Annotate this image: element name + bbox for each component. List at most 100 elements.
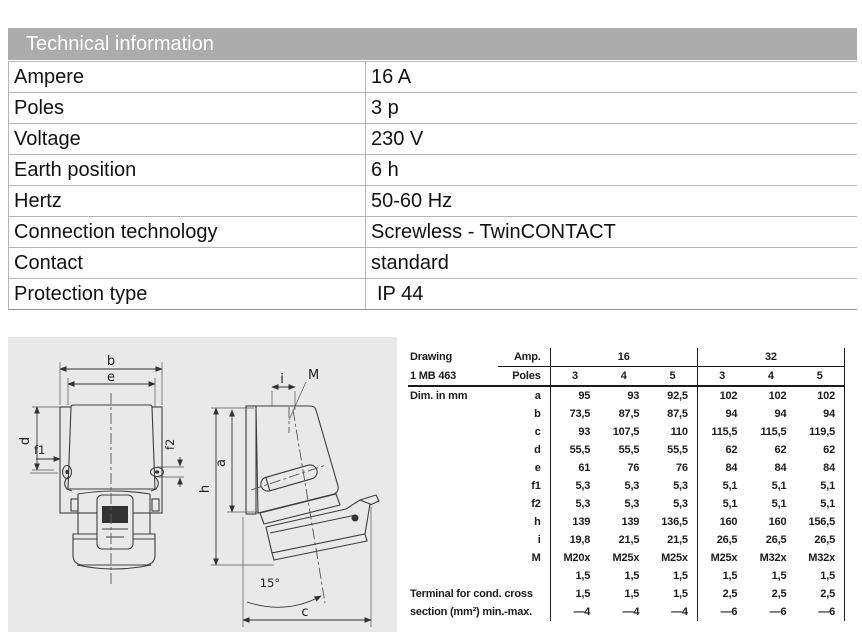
amp-group-16: 16 <box>549 348 698 367</box>
dim-cell: 5,3 <box>673 498 688 510</box>
poles-col: 3 <box>696 366 747 387</box>
dim-row-label <box>408 405 498 423</box>
dim-cell: 62 <box>696 441 747 459</box>
dim-row-label <box>408 531 498 549</box>
dim-cell: 107,5 <box>612 426 640 438</box>
dim-table-header-poles: 1 MB 463 Poles 3 4 5 3 4 5 <box>408 366 846 387</box>
dim-cell: 1,5 <box>696 567 747 585</box>
dim-label-c: c <box>301 605 308 620</box>
dim-cell: —6 <box>696 603 747 621</box>
side-view-drawing: h a i M <box>198 368 380 627</box>
dim-cell: 5,1 <box>771 480 787 492</box>
dim-cell: 1,5 <box>673 570 688 582</box>
dim-cell: 94 <box>696 405 747 423</box>
dim-cell: 62 <box>795 441 846 459</box>
dim-row-label <box>408 549 498 567</box>
poles-col: 5 <box>648 366 698 387</box>
dim-cell: 5,1 <box>696 495 747 513</box>
spec-row-value: 6 h <box>365 154 857 186</box>
dim-cell: 19,8 <box>549 531 600 549</box>
dim-table-header-amp: Drawing Amp. 16 32 <box>408 348 846 367</box>
dim-label-m: M <box>308 368 319 383</box>
dim-cell: 160 <box>696 513 747 531</box>
spec-row-label: Voltage <box>8 123 366 155</box>
dim-row-label <box>408 495 498 513</box>
dim-row-letter: c <box>534 426 541 438</box>
dim-cell: 84 <box>795 459 846 477</box>
dim-cell: M32x <box>795 549 846 567</box>
spec-row-value: 50-60 Hz <box>365 185 857 217</box>
dim-cell: 95 <box>549 386 600 405</box>
dim-cell: 93 <box>627 390 640 402</box>
dim-cell: 76 <box>675 462 688 474</box>
dim-cell: 87,5 <box>667 408 688 420</box>
spec-row-label: Contact <box>8 247 366 279</box>
poles-col: 5 <box>795 366 846 387</box>
dim-cell: 102 <box>768 390 787 402</box>
dim-cell: 5,1 <box>696 477 747 495</box>
dim-cell: 87,5 <box>618 408 640 420</box>
poles-col: 4 <box>599 366 649 387</box>
poles-label: Poles <box>498 366 551 387</box>
dim-cell: 102 <box>696 386 747 405</box>
dim-row-letter: h <box>534 516 541 528</box>
dim-row-letter: f1 <box>531 480 541 492</box>
dim-cell: 5,1 <box>795 477 846 495</box>
dim-cell: 1,5 <box>624 588 640 600</box>
dim-cell: 94 <box>795 405 846 423</box>
dim-cell: 84 <box>774 462 787 474</box>
dim-row-label <box>408 513 498 531</box>
spec-row-label: Ampere <box>8 61 366 93</box>
spec-row-label: Hertz <box>8 185 366 217</box>
dim-row-label <box>408 459 498 477</box>
dim-label-angle: 15° <box>260 576 280 590</box>
dim-cell: 115,5 <box>760 426 787 438</box>
spec-row-value: 3 p <box>365 92 857 124</box>
dim-row-label <box>408 423 498 441</box>
dim-cell: 5,3 <box>624 498 640 510</box>
dim-cell: 139 <box>549 513 600 531</box>
dim-cell: M25x <box>696 549 747 567</box>
dim-row-label: section (mm²) min.-max. <box>410 606 532 618</box>
dim-cell: 136,5 <box>661 516 688 528</box>
dim-cell: 5,1 <box>771 498 787 510</box>
dim-cell: 5,3 <box>549 477 600 495</box>
dim-cell: 94 <box>774 408 787 420</box>
dim-cell: M25x <box>661 552 688 564</box>
dim-cell: 93 <box>549 423 600 441</box>
dimension-table: Drawing Amp. 16 32 1 MB 463 Poles 3 4 5 … <box>408 348 846 621</box>
dim-row-letter: i <box>537 534 541 546</box>
dim-cell: 102 <box>795 386 846 405</box>
dim-cell: 139 <box>621 516 640 528</box>
dim-row-label: Terminal for cond. cross <box>410 588 533 600</box>
front-view-drawing: b e d f1 <box>18 354 184 587</box>
dim-cell: —4 <box>622 606 640 618</box>
dim-cell: 55,5 <box>667 444 688 456</box>
poles-col: 4 <box>746 366 796 387</box>
spec-row-value: IP 44 <box>365 278 857 310</box>
dim-cell: 1,5 <box>771 570 787 582</box>
dim-label-f1: f1 <box>34 443 45 457</box>
dim-cell: —4 <box>671 606 688 618</box>
dim-cell: 84 <box>696 459 747 477</box>
spec-row-value: standard <box>365 247 857 279</box>
dim-cell: —4 <box>549 603 600 621</box>
dim-cell: 1,5 <box>549 585 600 603</box>
header-title: Technical information <box>26 33 214 55</box>
dim-cell: 160 <box>768 516 787 528</box>
dim-cell: 26,5 <box>795 531 846 549</box>
dim-label-b: b <box>107 354 115 369</box>
dim-cell: M32x <box>759 552 787 564</box>
dim-cell: —6 <box>795 603 846 621</box>
